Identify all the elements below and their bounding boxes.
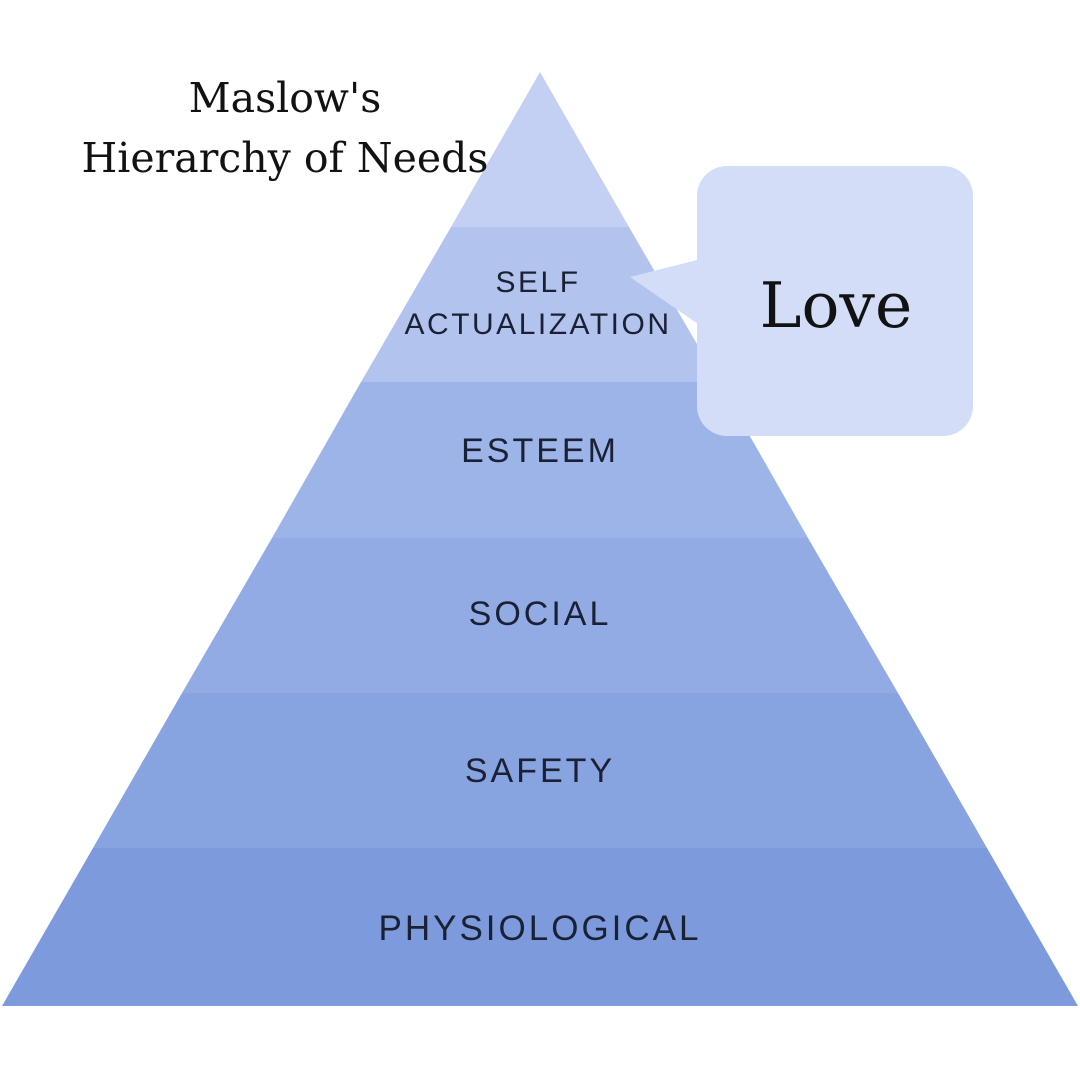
- pyramid-level-social: [182, 538, 898, 693]
- label-esteem: ESTEEM: [461, 432, 619, 470]
- pyramid-level-safety: [93, 693, 987, 848]
- label-social: SOCIAL: [469, 595, 612, 633]
- pyramid-level-apex: [451, 72, 629, 227]
- label-self-actualization-line1: SELF: [495, 266, 580, 299]
- callout-tail-pointer: [630, 259, 701, 326]
- callout-bubble: [697, 166, 973, 436]
- pyramid-level-physiological: [2, 848, 1078, 1006]
- diagram-title-line2: Hierarchy of Needs: [82, 134, 489, 182]
- diagram-title-line1: Maslow's: [189, 74, 382, 122]
- label-safety: SAFETY: [465, 752, 615, 790]
- pyramid-level-esteem: [272, 382, 808, 538]
- callout-label: Love: [760, 269, 913, 342]
- label-physiological: PHYSIOLOGICAL: [379, 909, 702, 948]
- label-self-actualization-line2: ACTUALIZATION: [405, 308, 672, 341]
- pyramid-level-self-actualization: [361, 227, 719, 382]
